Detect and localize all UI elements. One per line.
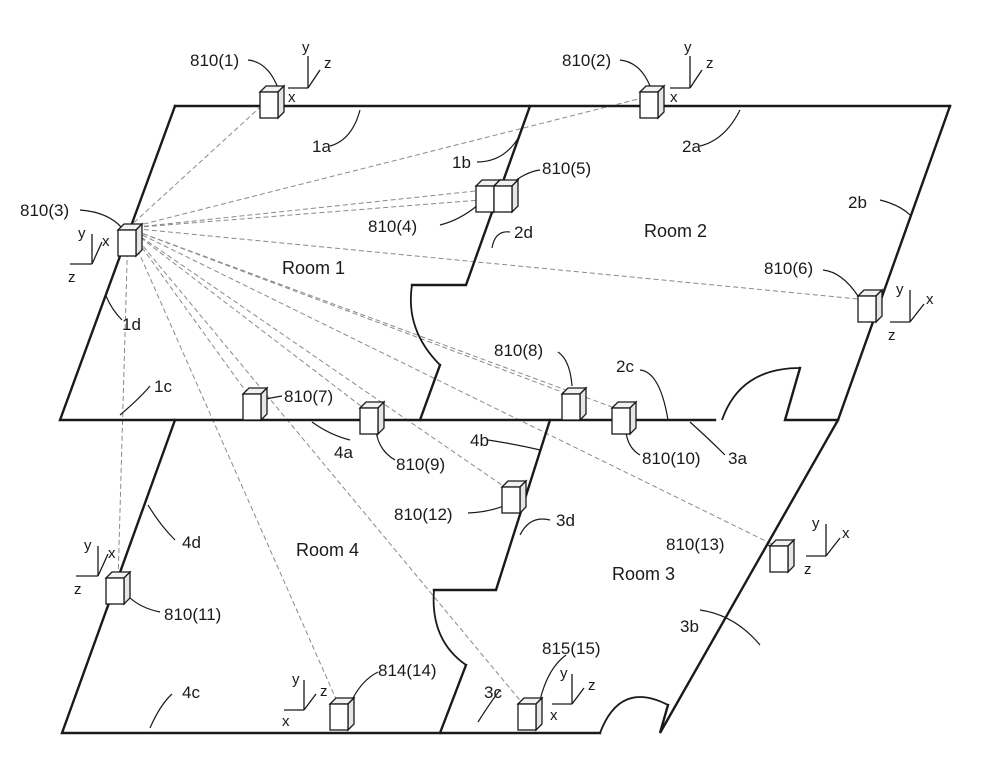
room-4-label: Room 4 xyxy=(296,540,359,560)
room-2-label: Room 2 xyxy=(644,221,707,241)
room-1-label: Room 1 xyxy=(282,258,345,278)
axis-y-label: y xyxy=(78,225,86,242)
axes-810-11: y x z xyxy=(74,537,116,598)
axis-y-label: y xyxy=(302,39,310,56)
axis-z-label: z xyxy=(324,55,332,72)
device-810-7-label: 810(7) xyxy=(284,387,333,406)
wall-1a-label: 1a xyxy=(312,137,331,156)
axes-810-2: y x z xyxy=(670,39,714,106)
axis-x-label: x xyxy=(102,233,110,250)
axes-810-6: y x z xyxy=(888,281,934,344)
room-3-label: Room 3 xyxy=(612,564,675,584)
wall-4b-label: 4b xyxy=(470,431,489,450)
device-814-14-label: 814(14) xyxy=(378,661,437,680)
wall-2c-label: 2c xyxy=(616,357,634,376)
device-810-8 xyxy=(560,386,588,422)
axes-810-1: y x z xyxy=(288,39,332,106)
device-810-13 xyxy=(768,538,796,574)
device-810-2-label: 810(2) xyxy=(562,51,611,70)
walls xyxy=(58,104,952,735)
axis-z-label: z xyxy=(588,677,596,694)
wall-3d-label: 3d xyxy=(556,511,575,530)
axis-x-label: x xyxy=(926,291,934,308)
axes-810-13: y x z xyxy=(804,515,850,578)
wall-2a-label: 2a xyxy=(682,137,701,156)
wall-3a-label: 3a xyxy=(728,449,747,468)
axes-810-3: y x z xyxy=(68,225,110,286)
axis-x-label: x xyxy=(842,525,850,542)
axis-x-label: x xyxy=(550,707,558,724)
wall-2d-label: 2d xyxy=(514,223,533,242)
device-810-9 xyxy=(358,400,386,436)
device-810-11 xyxy=(104,570,132,606)
device-810-3 xyxy=(116,222,144,258)
wall-labels: 1a 1b 1c 1d 2a 2b 2c 2d 3a 3b 3c 3d 4a 4… xyxy=(122,137,867,702)
door-arcs xyxy=(409,284,801,734)
device-810-7 xyxy=(241,386,269,422)
wall-1b-label: 1b xyxy=(452,153,471,172)
device-810-12 xyxy=(500,479,528,515)
device-labels: 810(1) 810(2) 810(3) 810(4) 810(5) 810(6… xyxy=(20,51,813,680)
device-810-4-label: 810(4) xyxy=(368,217,417,236)
axes-815-15: y x z xyxy=(550,665,596,724)
device-810-6 xyxy=(856,288,884,324)
device-814-14 xyxy=(328,696,356,732)
device-810-3-label: 810(3) xyxy=(20,201,69,220)
device-815-15-label: 815(15) xyxy=(542,639,601,658)
axis-y-label: y xyxy=(84,537,92,554)
device-810-12-label: 810(12) xyxy=(394,505,453,524)
axis-x-label: x xyxy=(670,89,678,106)
axis-x-label: x xyxy=(108,545,116,562)
axis-z-label: z xyxy=(320,683,328,700)
device-810-10 xyxy=(610,400,638,436)
wall-1c-label: 1c xyxy=(154,377,172,396)
devices xyxy=(104,84,884,732)
device-810-10-label: 810(10) xyxy=(642,449,701,468)
axis-y-label: y xyxy=(684,39,692,56)
wall-2b-label: 2b xyxy=(848,193,867,212)
axis-y-label: y xyxy=(896,281,904,298)
axis-z-label: z xyxy=(74,581,82,598)
device-810-5 xyxy=(492,178,520,214)
axis-x-label: x xyxy=(288,89,296,106)
axis-y-label: y xyxy=(292,671,300,688)
device-810-2 xyxy=(638,84,666,120)
room-labels: Room 1 Room 2 Room 3 Room 4 xyxy=(282,221,707,584)
axis-z-label: z xyxy=(68,269,76,286)
axis-z-label: z xyxy=(706,55,714,72)
sight-lines xyxy=(117,95,869,711)
coordinate-axes: y x z y x z y x z y x z xyxy=(68,39,934,730)
wall-3c-label: 3c xyxy=(484,683,502,702)
leader-lines xyxy=(79,59,911,729)
axis-y-label: y xyxy=(812,515,820,532)
device-810-5-label: 810(5) xyxy=(542,159,591,178)
device-810-6-label: 810(6) xyxy=(764,259,813,278)
device-810-1 xyxy=(258,84,286,120)
wall-1d-label: 1d xyxy=(122,315,141,334)
axis-y-label: y xyxy=(560,665,568,682)
axes-814-14: y x z xyxy=(282,671,328,730)
axis-x-label: x xyxy=(282,713,290,730)
device-815-15 xyxy=(516,696,544,732)
axis-z-label: z xyxy=(804,561,812,578)
axis-z-label: z xyxy=(888,327,896,344)
device-810-8-label: 810(8) xyxy=(494,341,543,360)
device-810-1-label: 810(1) xyxy=(190,51,239,70)
wall-4c-label: 4c xyxy=(182,683,200,702)
device-810-9-label: 810(9) xyxy=(396,455,445,474)
wall-3b-label: 3b xyxy=(680,617,699,636)
device-810-11-label: 810(11) xyxy=(164,605,221,624)
wall-4a-label: 4a xyxy=(334,443,353,462)
device-810-13-label: 810(13) xyxy=(666,535,725,554)
wall-4d-label: 4d xyxy=(182,533,201,552)
